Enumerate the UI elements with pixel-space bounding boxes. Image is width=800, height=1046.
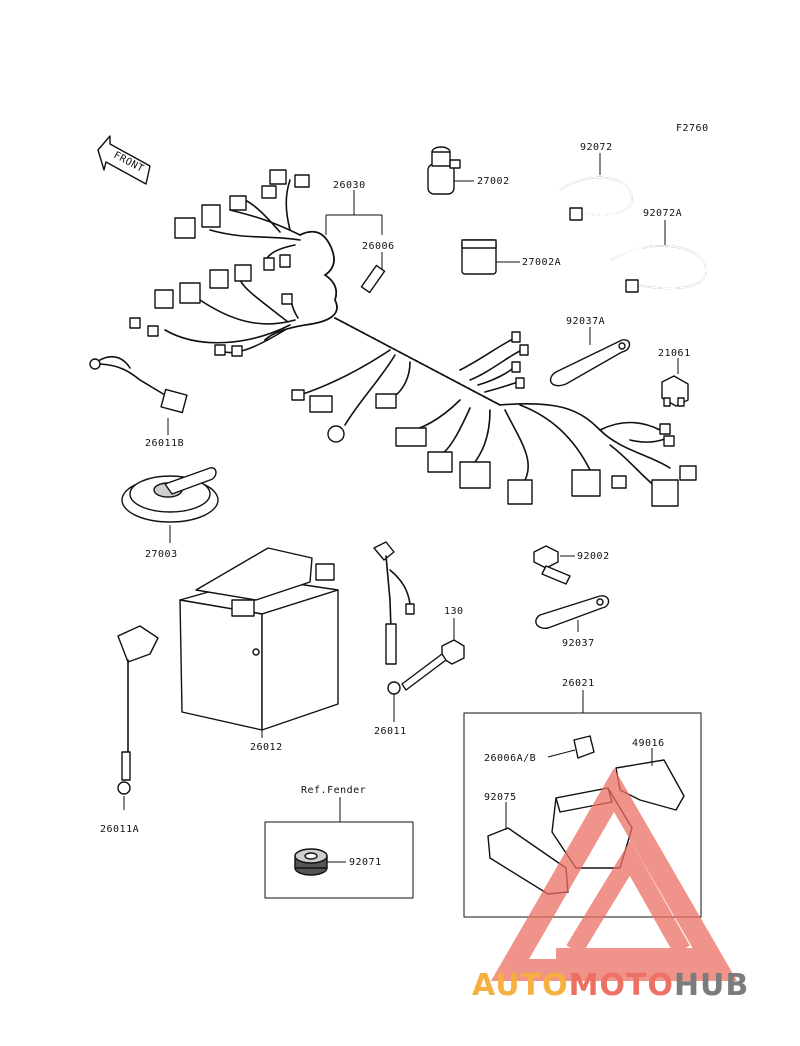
- strap-92037a: 92037A: [549, 316, 631, 387]
- label-26030: 26030: [333, 180, 366, 191]
- ref-fender-box: Ref.Fender 92071: [264, 785, 414, 899]
- label-92037a: 92037A: [566, 316, 605, 327]
- cable-tie-92072a: 92072A: [611, 208, 707, 293]
- label-92071: 92071: [349, 857, 382, 868]
- label-27002: 27002: [477, 176, 510, 187]
- watermark-part-hub: HUB: [674, 968, 749, 1003]
- label-26011a: 26011A: [100, 824, 139, 835]
- label-92072: 92072: [580, 142, 613, 153]
- lead-26011b: 26011B: [89, 355, 188, 449]
- label-26006ab: 26006A/B: [484, 753, 536, 764]
- lead-26011: 26011: [373, 541, 415, 737]
- watermark-text: AUTOMOTOHUB: [472, 968, 749, 1003]
- label-27003: 27003: [145, 549, 178, 560]
- label-130: 130: [444, 606, 464, 617]
- watermark-part-auto: AUTO: [472, 968, 569, 1003]
- figure-code: F2760: [676, 123, 709, 134]
- watermark-part-moto: MOTO: [569, 968, 674, 1003]
- relay-27002: 27002: [427, 146, 510, 195]
- part-21061: 21061: [658, 348, 691, 407]
- label-92002: 92002: [577, 551, 610, 562]
- label-92037: 92037: [562, 638, 595, 649]
- relay-27002a: 27002A: [461, 239, 561, 275]
- front-arrow-icon: FRONT: [97, 135, 151, 185]
- main-harness: 26030: [129, 169, 697, 507]
- strap-92037: 92037: [535, 595, 610, 649]
- horn-27003: 27003: [121, 467, 219, 560]
- label-ref-fender: Ref.Fender: [301, 785, 366, 796]
- label-26012: 26012: [250, 742, 283, 753]
- watermark-logo: [490, 768, 738, 981]
- label-92072a: 92072A: [643, 208, 682, 219]
- label-26011: 26011: [374, 726, 407, 737]
- label-21061: 21061: [658, 348, 691, 359]
- battery-26012: 26012: [179, 547, 339, 753]
- label-92075: 92075: [484, 792, 517, 803]
- label-26021: 26021: [562, 678, 595, 689]
- lead-26011a: 26011A: [100, 625, 159, 835]
- label-26006: 26006: [362, 241, 395, 252]
- label-49016: 49016: [632, 738, 665, 749]
- label-27002a: 27002A: [522, 257, 561, 268]
- fuse-26006: 26006: [360, 241, 395, 294]
- label-26011b: 26011B: [145, 438, 184, 449]
- bolt-130: 130: [401, 606, 465, 691]
- cable-tie-92072: 92072: [559, 142, 633, 221]
- bolt-92002: 92002: [533, 545, 610, 585]
